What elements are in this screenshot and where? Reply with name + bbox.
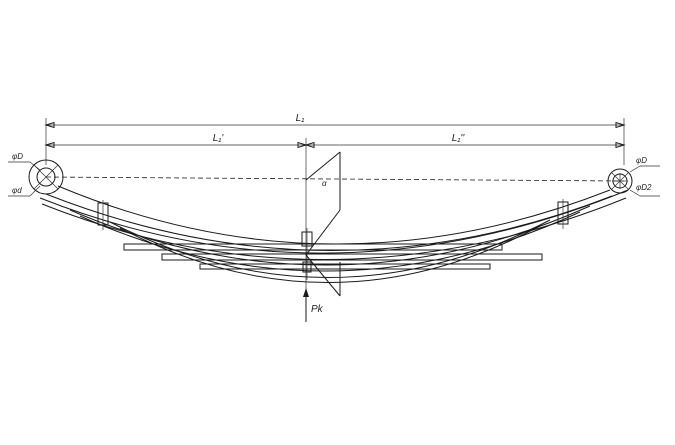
overall-dimension: L₁ xyxy=(44,113,626,165)
eye-center-line xyxy=(45,176,625,182)
right-spring-eye: φD φD2 xyxy=(607,156,660,197)
left-eye-outer-label: φD xyxy=(12,152,23,161)
overall-length-label: L₁ xyxy=(296,113,305,124)
left-eye-inner-label: φd xyxy=(12,186,22,195)
partial-dimension: L₁' L₁'' xyxy=(44,133,626,300)
load-arrow: Pk xyxy=(303,288,324,322)
lower-leaves xyxy=(123,243,543,270)
load-label: Pk xyxy=(311,304,324,315)
center-angle-label: α xyxy=(322,179,327,188)
angle-indicator: α xyxy=(305,151,341,297)
spring-leaves xyxy=(39,185,629,283)
left-length-label: L₁' xyxy=(213,133,225,144)
right-clip xyxy=(557,199,569,229)
left-clip xyxy=(97,200,109,230)
right-eye-inner-label: φD2 xyxy=(636,183,652,192)
right-length-label: L₁'' xyxy=(452,133,466,144)
right-eye-outer-label: φD xyxy=(636,156,647,165)
left-spring-eye: φD φd xyxy=(8,152,64,197)
